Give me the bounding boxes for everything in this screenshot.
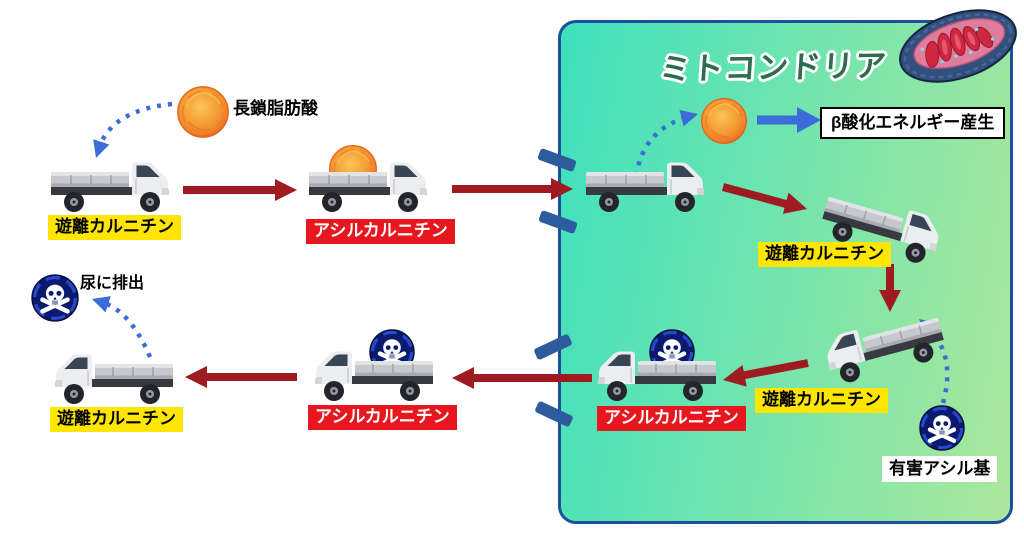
mitochondria-illustration <box>899 9 1017 83</box>
arrow-free-to-acyl <box>183 179 297 201</box>
truck-free-carnitine-outside <box>50 155 174 213</box>
truck-acylcarnitine-outside <box>308 155 432 213</box>
free-carnitine-label-matrix-upper: 遊離カルニチン <box>758 242 891 268</box>
free-carnitine-label-outside-bottom: 遊離カルニチン <box>50 407 183 433</box>
dotted-fatty-acid-load <box>96 101 173 149</box>
free-carnitine-label-matrix-lower: 遊離カルニチン <box>755 388 888 414</box>
mitochondria-title: ミトコンドリア <box>658 48 889 87</box>
fatty-acid-sphere-matrix <box>700 97 748 145</box>
arrow-acyl-into-mito <box>452 178 573 200</box>
harmful-acyl-label: 有害アシル基 <box>882 456 998 483</box>
acylcarnitine-label-matrix: アシルカルニチン <box>597 406 746 432</box>
truck-acylcarnitine-outside-bottom <box>310 344 434 402</box>
truck-acylcarnitine-matrix <box>593 344 717 402</box>
free-carnitine-label-outside-top: 遊離カルニチン <box>48 215 181 241</box>
urine-excretion-label: 尿に排出 <box>80 275 145 292</box>
fatty-acid-label: 長鎖脂肪酸 <box>233 99 318 118</box>
harmful-acyl-skull <box>918 404 966 452</box>
acylcarnitine-label-outside-bottom: アシルカルニチン <box>308 405 457 431</box>
fatty-acid-sphere <box>176 85 230 139</box>
truck-unloading-inside <box>585 155 709 213</box>
beta-oxidation-label: β酸化エネルギー産生 <box>820 107 1006 140</box>
acylcarnitine-label-outside-top: アシルカルニチン <box>306 219 455 245</box>
urine-excretion-skull <box>30 273 80 323</box>
truck-free-carnitine-outside-bottom <box>50 347 174 405</box>
arrow-acyl-to-free-outside <box>185 366 297 388</box>
